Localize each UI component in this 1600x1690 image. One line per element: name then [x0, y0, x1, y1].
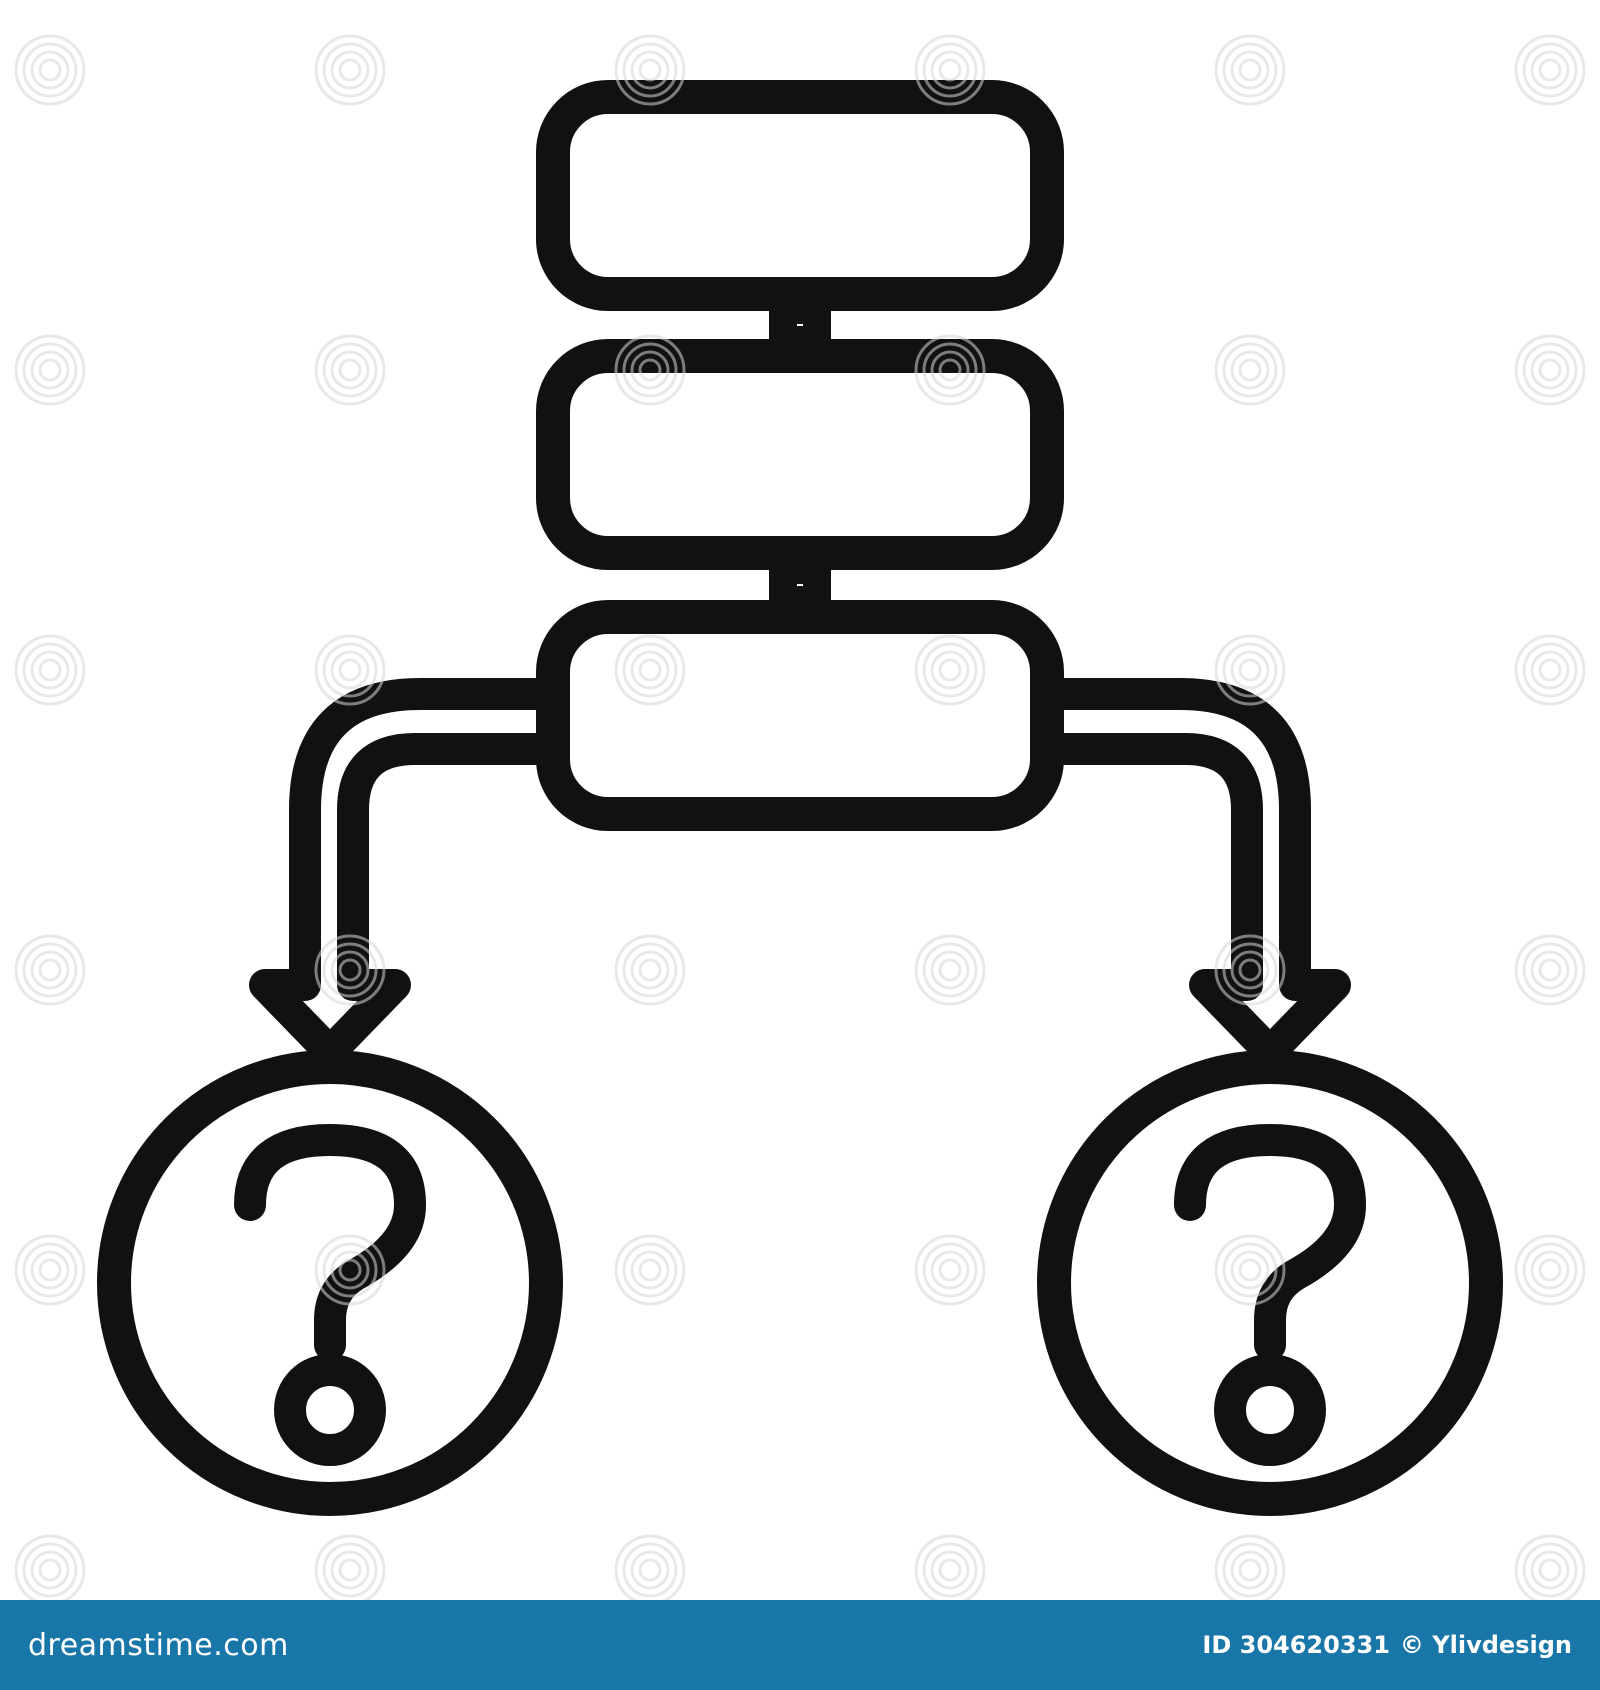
outcome-circle-left [97, 1050, 563, 1516]
outcome-circle-right [1037, 1050, 1503, 1516]
server-stack [536, 80, 1064, 831]
left-branch-arrow [249, 678, 552, 1068]
question-mark-icon [1174, 1124, 1366, 1466]
left-outcome [97, 1050, 563, 1516]
connector-top [769, 296, 831, 354]
middle-block [536, 339, 1064, 570]
image-credit: ID 304620331 © Ylivdesign [1202, 1631, 1572, 1659]
question-mark-icon [234, 1124, 426, 1466]
author-credit: © Ylivdesign [1399, 1631, 1572, 1659]
image-id: ID 304620331 [1202, 1631, 1390, 1659]
bottom-block [536, 600, 1064, 831]
right-outcome [1037, 1050, 1503, 1516]
site-logo[interactable]: dreamstime.com [28, 1627, 289, 1663]
footer-bar: dreamstime.com ID 304620331 © Ylivdesign [0, 1600, 1600, 1690]
connector-bottom [769, 556, 831, 614]
right-branch-arrow [1048, 678, 1351, 1068]
decision-tree-icon [97, 80, 1503, 1516]
top-block [536, 80, 1064, 311]
